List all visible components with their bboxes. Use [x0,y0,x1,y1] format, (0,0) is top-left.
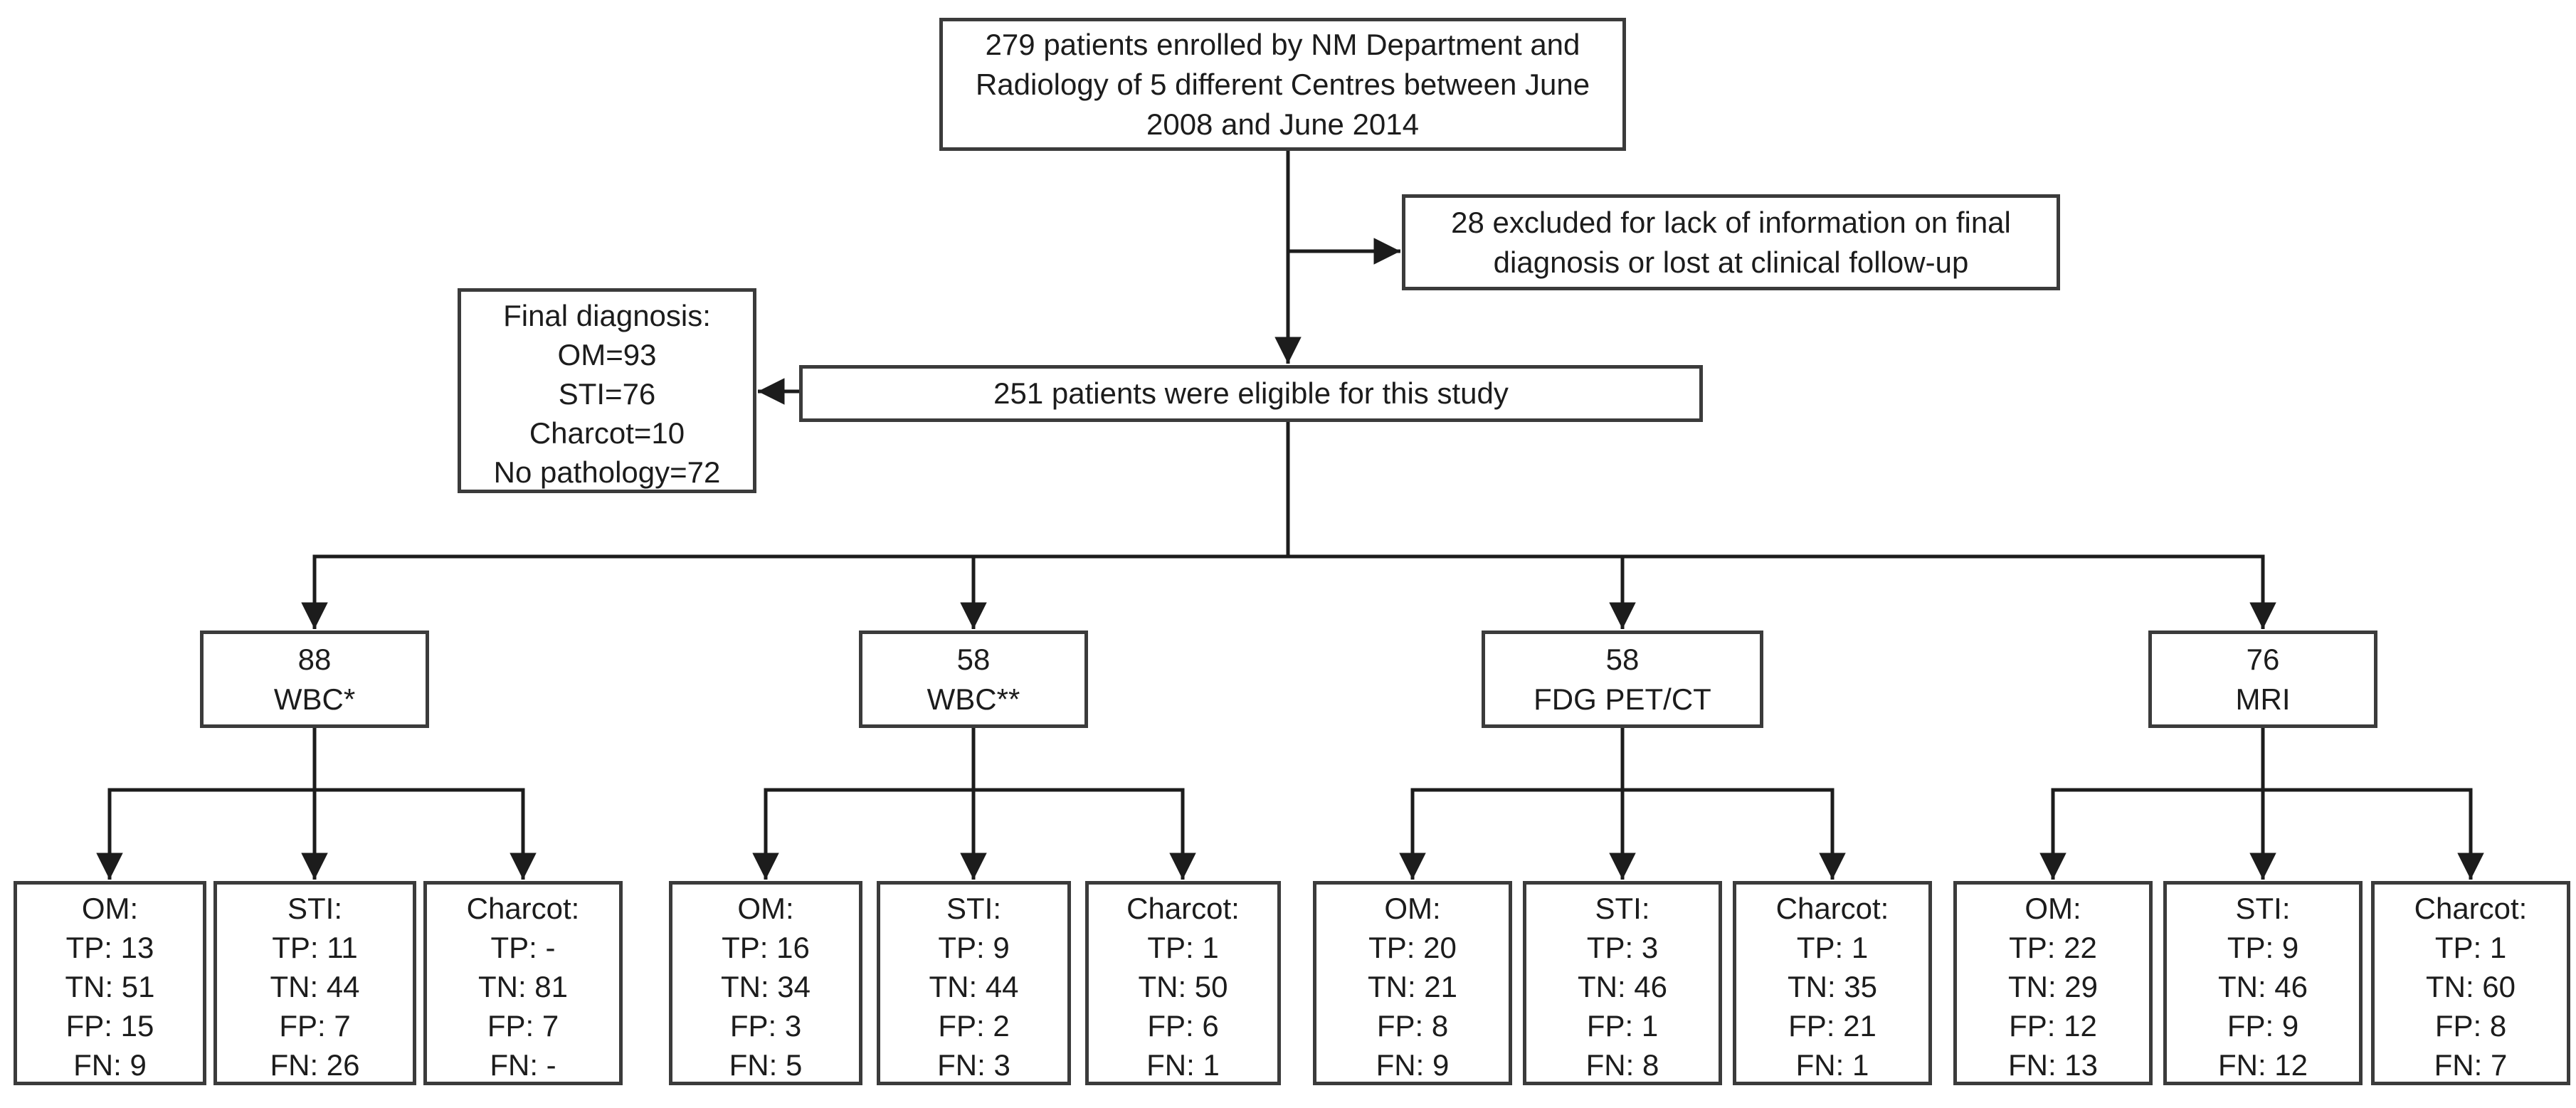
result-tp: TP: 11 [272,931,358,964]
result-fn: FN: 1 [1146,1048,1220,1082]
result-tp: TP: 1 [2434,931,2507,964]
result-fp: FP: 3 [729,1009,802,1043]
result-tp: TP: 9 [938,931,1010,964]
result-tn: TN: 46 [2217,970,2308,1003]
result-tn: TN: 60 [2425,970,2516,1003]
modality-label: FDG PET/CT [1534,682,1711,716]
final-diagnosis-charcot: Charcot=10 [529,416,685,450]
modality-count: 58 [1605,642,1640,676]
modality-label: WBC* [273,682,356,716]
result-tn: TN: 50 [1138,970,1228,1003]
result-fn: FN: 26 [270,1048,360,1082]
result-title: STI: [287,892,342,925]
result-title: OM: [737,892,794,925]
result-tp: TP: 13 [65,931,154,964]
result-box-mri-sti: STI: TP: 9 TN: 46 FP: 9 FN: 12 [2163,881,2363,1085]
result-tn: TN: 44 [270,970,360,1003]
result-fp: FP: 1 [1586,1009,1659,1043]
result-box-wbc1-charcot: Charcot: TP: - TN: 81 FP: 7 FN: - [423,881,623,1085]
result-title: STI: [946,892,1001,925]
result-title: OM: [1384,892,1441,925]
modality-box-wbc1: 88 WBC* [200,630,429,728]
result-tp: TP: - [490,931,556,964]
result-box-fdg-charcot: Charcot: TP: 1 TN: 35 FP: 21 FN: 1 [1733,881,1932,1085]
result-fp: FP: 6 [1147,1009,1219,1043]
modality-label: WBC** [927,682,1020,716]
result-tn: TN: 51 [65,970,155,1003]
result-tn: TN: 44 [929,970,1019,1003]
result-fp: FP: 7 [279,1009,351,1043]
result-fp: FP: 2 [938,1009,1010,1043]
result-title: Charcot: [2414,892,2528,925]
final-diagnosis-title: Final diagnosis: [503,299,711,332]
result-fn: FN: 9 [73,1048,147,1082]
result-title: Charcot: [466,892,580,925]
modality-count: 76 [2246,642,2280,676]
result-fn: FN: 1 [1795,1048,1869,1082]
enrolled-text: 279 patients enrolled by NM Department a… [975,27,1590,141]
result-fn: FN: - [490,1048,556,1082]
final-diagnosis-om: OM=93 [557,338,657,371]
modality-box-mri: 76 MRI [2148,630,2377,728]
result-title: STI: [1595,892,1650,925]
result-tn: TN: 81 [477,970,569,1003]
result-box-wbc2-charcot: Charcot: TP: 1 TN: 50 FP: 6 FN: 1 [1085,881,1281,1085]
result-tp: TP: 3 [1586,931,1659,964]
result-title: Charcot: [1775,892,1889,925]
enrolled-box: 279 patients enrolled by NM Department a… [939,18,1626,151]
excluded-box: 28 excluded for lack of information on f… [1402,194,2060,290]
result-box-mri-charcot: Charcot: TP: 1 TN: 60 FP: 8 FN: 7 [2371,881,2570,1085]
result-tp: TP: 1 [1796,931,1869,964]
modality-label: MRI [2235,682,2291,716]
result-fp: FP: 7 [487,1009,559,1043]
modality-box-fdg-petct: 58 FDG PET/CT [1482,630,1763,728]
result-tp: TP: 20 [1368,931,1457,964]
result-box-mri-om: OM: TP: 22 TN: 29 FP: 12 FN: 13 [1953,881,2153,1085]
final-diagnosis-nopathology: No pathology=72 [493,455,721,489]
result-fn: FN: 8 [1585,1048,1659,1082]
final-diagnosis-sti: STI=76 [558,377,656,411]
modality-box-wbc2: 58 WBC** [859,630,1088,728]
eligible-text: 251 patients were eligible for this stud… [993,376,1509,410]
result-fn: FN: 5 [729,1048,803,1082]
result-tn: TN: 35 [1787,970,1878,1003]
result-box-wbc1-om: OM: TP: 13 TN: 51 FP: 15 FN: 9 [14,881,206,1085]
result-tp: TP: 16 [722,931,810,964]
result-box-fdg-om: OM: TP: 20 TN: 21 FP: 8 FN: 9 [1313,881,1512,1085]
result-fp: FP: 8 [1376,1009,1449,1043]
result-fp: FP: 15 [65,1009,154,1043]
result-title: OM: [81,892,139,925]
eligible-box: 251 patients were eligible for this stud… [799,365,1703,422]
result-fn: FN: 3 [937,1048,1010,1082]
result-tn: TN: 34 [720,970,811,1003]
result-tp: TP: 22 [2009,931,2097,964]
result-tn: TN: 21 [1367,970,1458,1003]
result-tn: TN: 29 [2007,970,2099,1003]
result-title: STI: [2235,892,2291,925]
result-tn: TN: 46 [1577,970,1668,1003]
result-title: Charcot: [1126,892,1240,925]
result-fn: FN: 9 [1376,1048,1450,1082]
modality-count: 88 [297,642,332,676]
result-fn: FN: 12 [2217,1048,2308,1082]
result-fn: FN: 13 [2007,1048,2099,1082]
result-box-fdg-sti: STI: TP: 3 TN: 46 FP: 1 FN: 8 [1523,881,1722,1085]
result-tp: TP: 9 [2227,931,2299,964]
result-fp: FP: 8 [2434,1009,2507,1043]
result-fp: FP: 12 [2009,1009,2097,1043]
result-fn: FN: 7 [2434,1048,2508,1082]
result-box-wbc1-sti: STI: TP: 11 TN: 44 FP: 7 FN: 26 [213,881,416,1085]
excluded-text: 28 excluded for lack of information on f… [1451,205,2011,279]
result-fp: FP: 21 [1788,1009,1876,1043]
result-fp: FP: 9 [2227,1009,2299,1043]
result-title: OM: [2025,892,2081,925]
modality-count: 58 [956,642,991,676]
result-tp: TP: 1 [1147,931,1219,964]
final-diagnosis-box: Final diagnosis: OM=93 STI=76 Charcot=10… [458,288,756,493]
result-box-wbc2-sti: STI: TP: 9 TN: 44 FP: 2 FN: 3 [877,881,1071,1085]
result-box-wbc2-om: OM: TP: 16 TN: 34 FP: 3 FN: 5 [669,881,862,1085]
